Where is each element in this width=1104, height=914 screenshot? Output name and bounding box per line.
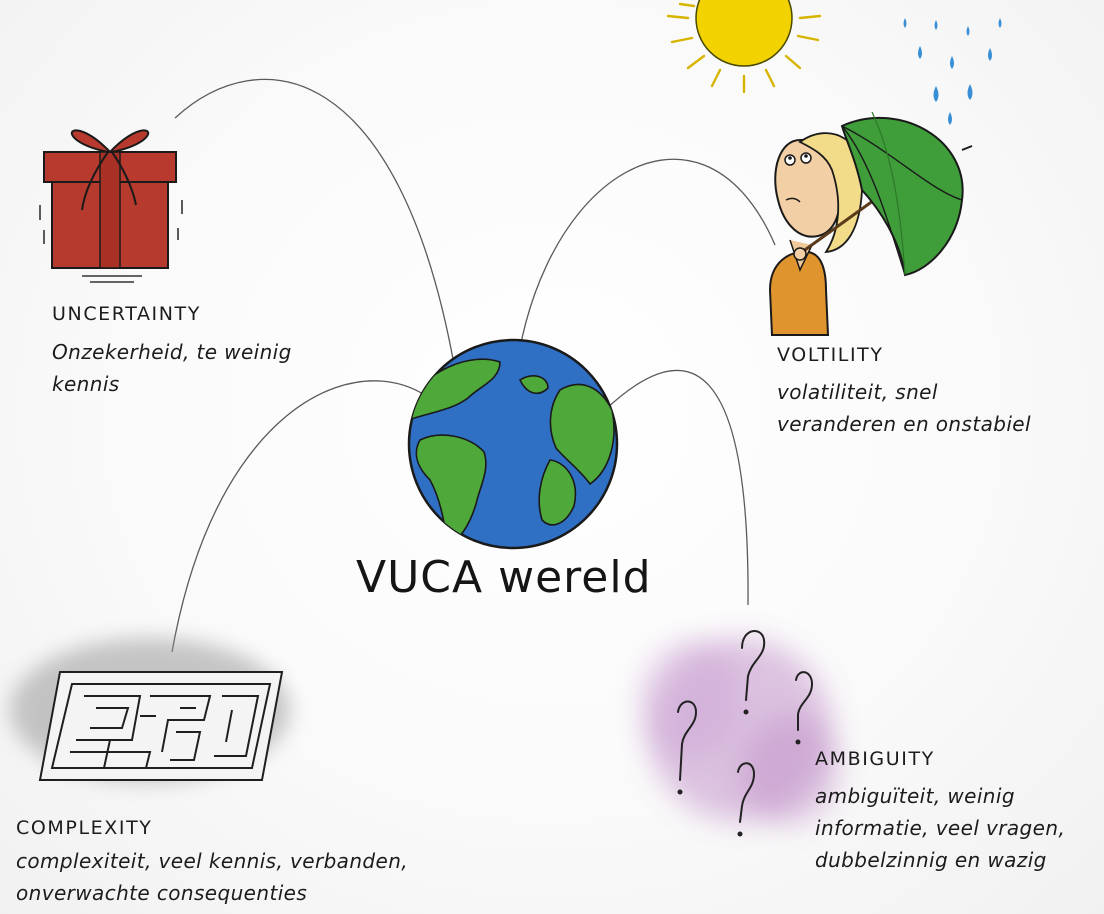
ambiguity-description: ambiguïteit, weinig informatie, veel vra…	[815, 780, 1065, 876]
globe-icon	[407, 338, 619, 550]
complexity-line-1: complexiteit, veel kennis, verbanden,	[16, 849, 409, 873]
ambiguity-line-3: dubbelzinnig en wazig	[815, 848, 1047, 872]
maze-icon	[10, 638, 290, 782]
uncertainty-line-2: kennis	[52, 372, 120, 396]
rain-icon	[903, 18, 1002, 125]
connector-ambiguity	[604, 369, 749, 606]
uncertainty-description: Onzekerheid, te weinig kennis	[52, 336, 292, 400]
volatility-description: volatiliteit, snel veranderen en onstabi…	[777, 376, 1031, 440]
complexity-heading: COMPLEXITY	[16, 817, 153, 839]
person-with-umbrella-icon	[768, 111, 973, 336]
connector-volatility	[511, 158, 776, 421]
gift-icon	[39, 129, 183, 283]
uncertainty-line-1: Onzekerheid, te weinig	[52, 340, 292, 364]
volatility-line-1: volatiliteit, snel	[777, 380, 938, 404]
ambiguity-line-1: ambiguïteit, weinig	[815, 784, 1015, 808]
sun-icon	[666, 0, 822, 94]
uncertainty-heading: UNCERTAINTY	[52, 303, 201, 325]
connector-uncertainty	[174, 78, 456, 371]
complexity-line-2: onverwachte consequenties	[16, 881, 308, 905]
question-marks-icon	[640, 630, 840, 837]
connector-lines	[171, 78, 776, 653]
volatility-heading: VOLTILITY	[777, 344, 884, 366]
complexity-description: complexiteit, veel kennis, verbanden, on…	[16, 845, 408, 909]
ambiguity-line-2: informatie, veel vragen,	[815, 816, 1066, 840]
ambiguity-heading: AMBIGUITY	[815, 748, 935, 770]
diagram-title: VUCA wereld	[356, 552, 652, 603]
volatility-line-2: veranderen en onstabiel	[777, 412, 1031, 436]
